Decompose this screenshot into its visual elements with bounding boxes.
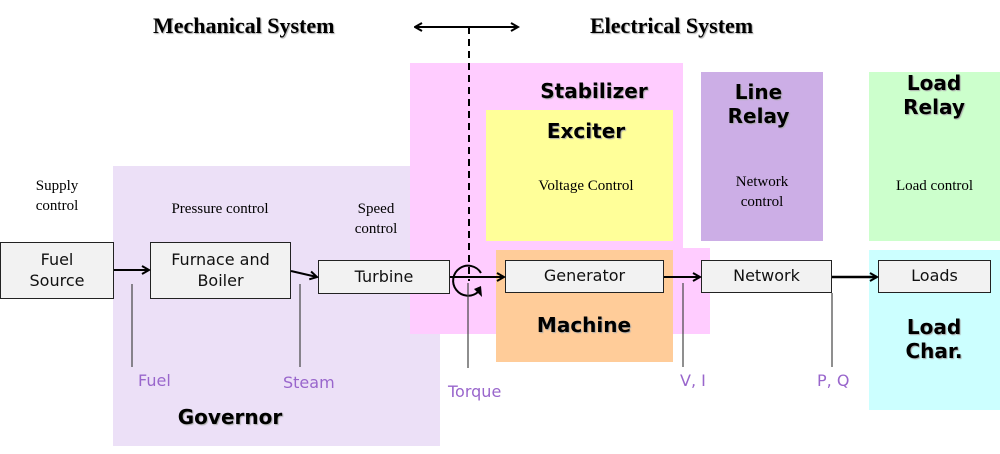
load-char-label-line1: Load bbox=[906, 315, 962, 339]
line-relay-label: Line Relay bbox=[701, 80, 816, 128]
line-relay-region bbox=[701, 72, 823, 241]
stabilizer-label: Stabilizer bbox=[540, 79, 648, 103]
supply-control-label: Supply control bbox=[15, 176, 99, 217]
load-relay-region bbox=[869, 72, 1000, 241]
pressure-control-label: Pressure control bbox=[171, 201, 269, 217]
mechanical-system-header: Mechanical System bbox=[153, 13, 335, 38]
vi-signal-label: V, I bbox=[680, 371, 706, 390]
speed-control-label: Speed control bbox=[336, 199, 416, 240]
network-control-label: Network control bbox=[701, 172, 823, 213]
fuel-source-block[interactable]: Fuel Source bbox=[0, 242, 114, 299]
voltage-control-label: Voltage Control bbox=[538, 178, 634, 194]
speed-control-line2: control bbox=[354, 221, 398, 238]
load-control-label: Load control bbox=[895, 178, 974, 194]
furnace-boiler-block[interactable]: Furnace and Boiler bbox=[150, 242, 291, 299]
load-char-label: Load Char. bbox=[874, 315, 994, 363]
fuel-signal-label: Fuel bbox=[138, 371, 171, 390]
torque-signal-label: Torque bbox=[448, 382, 502, 401]
rotation-arrow-icon bbox=[452, 264, 482, 297]
fuel-source-line1: Fuel bbox=[40, 249, 74, 269]
pq-signal-label: P, Q bbox=[817, 371, 850, 390]
line-relay-label-line1: Line bbox=[734, 80, 783, 104]
governor-label: Governor bbox=[177, 405, 283, 429]
supply-control-line2: control bbox=[35, 198, 79, 215]
furnace-line1: Furnace and bbox=[171, 249, 270, 269]
rotation-arrowhead-icon bbox=[474, 286, 482, 297]
speed-control-line1: Speed bbox=[357, 201, 395, 217]
network-block[interactable]: Network bbox=[701, 260, 832, 293]
network-control-line1: Network bbox=[735, 174, 789, 190]
furnace-line2: Boiler bbox=[197, 270, 244, 290]
load-relay-label-line2: Relay bbox=[903, 95, 965, 119]
network-control-line2: control bbox=[740, 194, 784, 211]
loads-block[interactable]: Loads bbox=[878, 260, 991, 293]
load-relay-label: Load Relay bbox=[874, 71, 994, 119]
electrical-system-header: Electrical System bbox=[590, 13, 754, 38]
turbine-block[interactable]: Turbine bbox=[318, 260, 450, 294]
line-relay-label-line2: Relay bbox=[727, 104, 790, 128]
load-char-label-line2: Char. bbox=[905, 339, 963, 363]
supply-control-line1: Supply bbox=[35, 178, 79, 194]
load-relay-label-line1: Load bbox=[906, 71, 962, 95]
machine-label: Machine bbox=[536, 313, 632, 337]
furnace-to-turbine-arrow bbox=[290, 270, 317, 277]
governor-region bbox=[113, 166, 440, 446]
exciter-region bbox=[486, 110, 673, 241]
generator-block[interactable]: Generator bbox=[505, 260, 664, 293]
steam-signal-label: Steam bbox=[283, 373, 335, 392]
exciter-label: Exciter bbox=[546, 119, 626, 143]
fuel-source-line2: Source bbox=[29, 270, 85, 290]
